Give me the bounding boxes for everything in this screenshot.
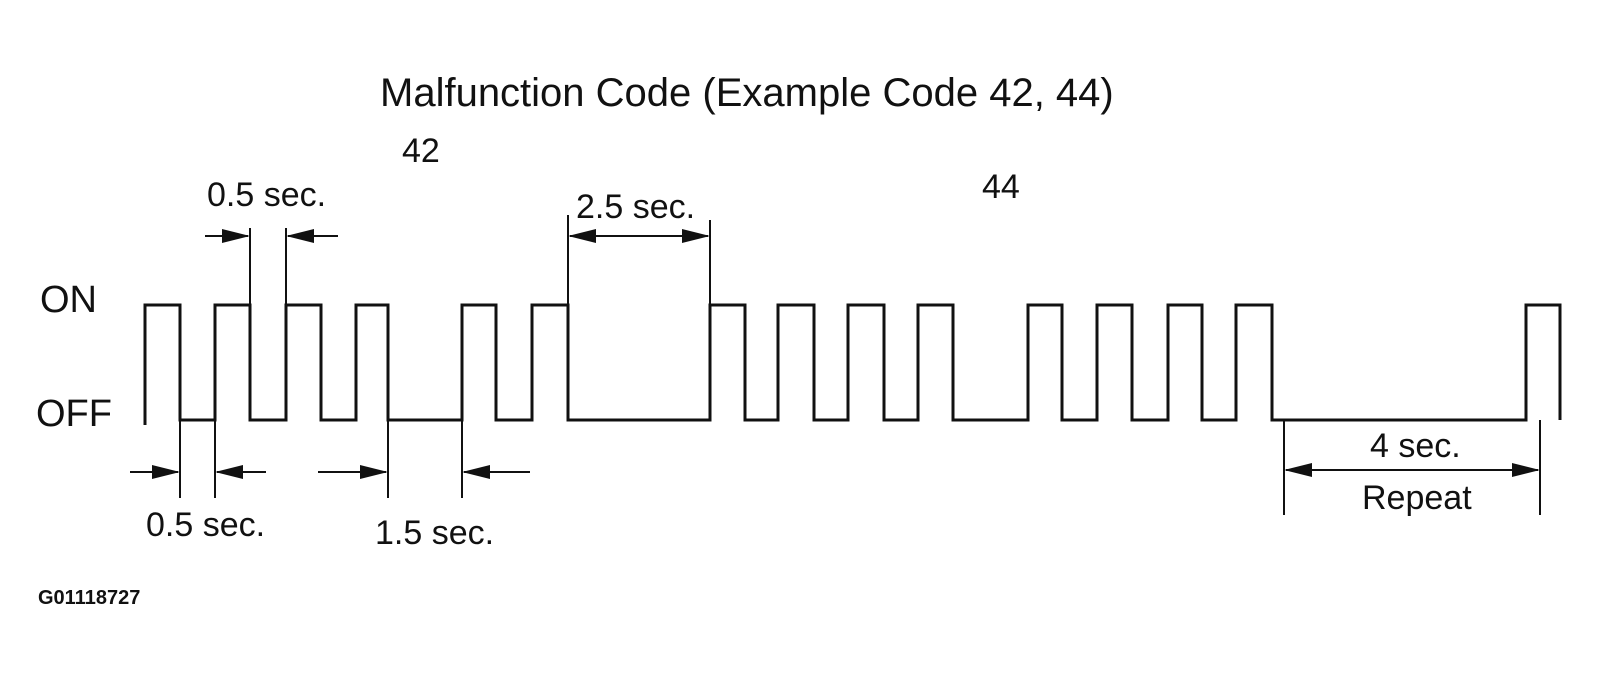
dim-digit-gap xyxy=(318,420,530,498)
dim-repeat-gap xyxy=(1283,420,1541,515)
dim-label-code-gap: 2.5 sec. xyxy=(576,188,695,226)
dim-label-digit-gap: 1.5 sec. xyxy=(375,514,494,552)
code-label-42: 42 xyxy=(402,132,440,170)
dim-label-repeat-gap: 4 sec. xyxy=(1370,427,1461,465)
dim-label-repeat: Repeat xyxy=(1362,479,1472,517)
dim-pulse-off xyxy=(130,420,266,498)
dim-label-pulse-off: 0.5 sec. xyxy=(146,506,265,544)
figure-id: G01118727 xyxy=(38,587,140,609)
level-label-off: OFF xyxy=(36,393,112,435)
diagram-title: Malfunction Code (Example Code 42, 44) xyxy=(380,71,1114,115)
dim-code-gap xyxy=(567,215,711,305)
code-label-44: 44 xyxy=(982,168,1020,206)
pulse-waveform xyxy=(143,303,1562,425)
level-label-on: ON xyxy=(40,279,97,321)
dim-label-pulse-on: 0.5 sec. xyxy=(207,176,326,214)
dim-pulse-on xyxy=(205,228,338,305)
